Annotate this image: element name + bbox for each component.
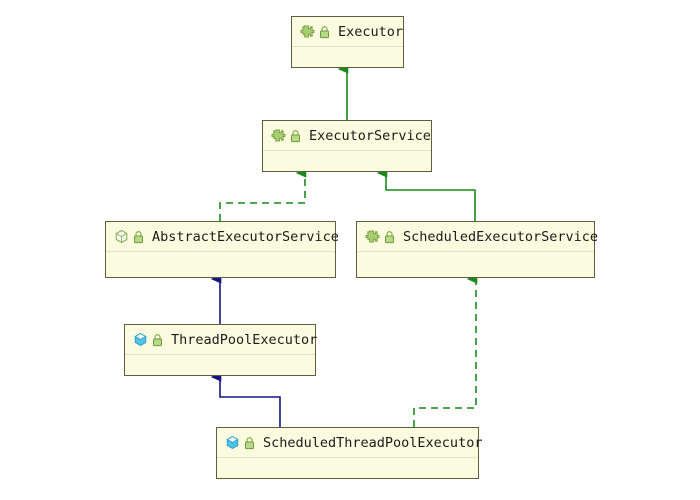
class-name-label: Executor	[338, 23, 404, 40]
class-node-executor[interactable]: Executor	[291, 16, 404, 68]
class-name-label: ExecutorService	[309, 127, 431, 144]
class-node-scheduled-executor-service[interactable]: ScheduledExecutorService	[356, 221, 598, 278]
lock-public-icon	[134, 230, 143, 243]
lock-public-icon	[245, 436, 254, 449]
class-node-thread-pool-executor[interactable]: ThreadPoolExecutor	[124, 324, 318, 376]
edge-scheduledthreadpool-implements-scheduledexecutorservice	[413, 274, 478, 427]
class-node-abstract-executor-service[interactable]: AbstractExecutorService	[105, 221, 339, 278]
class-node-title: ExecutorService	[263, 121, 431, 151]
interface-plug-icon	[271, 129, 286, 142]
edge-scheduledexecutorservice-extends-executorservice	[376, 168, 476, 221]
lock-public-icon	[291, 129, 300, 142]
class-node-title: ThreadPoolExecutor	[125, 325, 318, 355]
class-node-title: ScheduledThreadPoolExecutor	[217, 428, 482, 458]
abstract-class-hexagon-icon	[115, 229, 128, 244]
interface-plug-icon	[300, 25, 315, 38]
class-node-title: ScheduledExecutorService	[357, 222, 598, 252]
lock-public-icon	[385, 230, 394, 243]
class-node-title: AbstractExecutorService	[106, 222, 339, 252]
class-node-executor-service[interactable]: ExecutorService	[262, 120, 432, 172]
class-node-title: Executor	[292, 17, 403, 47]
class-node-scheduled-thread-pool-executor[interactable]: ScheduledThreadPoolExecutor	[216, 427, 482, 479]
edge-abstract-implements-executorservice	[219, 168, 307, 221]
interface-plug-icon	[365, 230, 380, 243]
class-name-label: ScheduledExecutorService	[403, 228, 599, 245]
class-name-label: AbstractExecutorService	[152, 228, 339, 245]
edge-scheduledthreadpool-extends-threadpool	[210, 372, 281, 427]
class-cube-icon	[226, 435, 239, 450]
lock-public-icon	[153, 333, 162, 346]
class-name-label: ThreadPoolExecutor	[171, 331, 318, 348]
class-name-label: ScheduledThreadPoolExecutor	[263, 434, 483, 451]
lock-public-icon	[320, 25, 329, 38]
class-cube-icon	[134, 332, 147, 347]
